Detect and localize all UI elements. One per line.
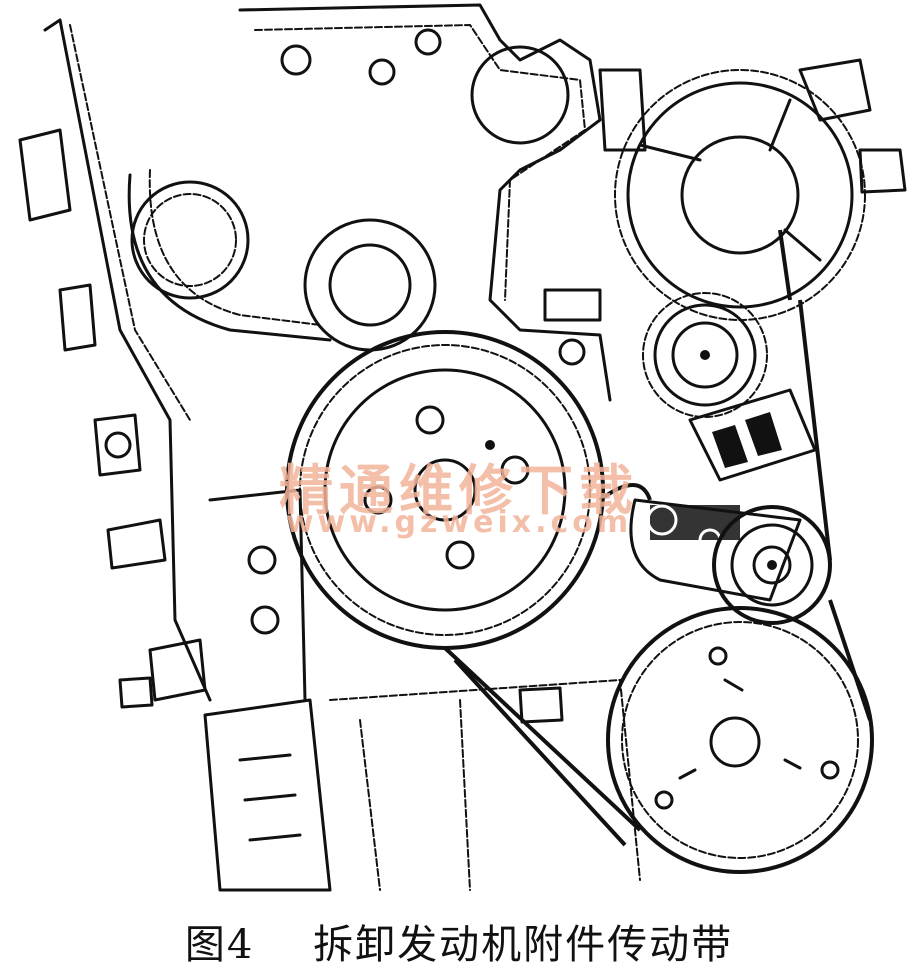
timing-cover: [127, 3, 612, 402]
lower-block: [203, 488, 641, 892]
accessory-drive-belt: [443, 229, 872, 847]
tensioner-pulley: [712, 505, 832, 625]
engine-belt-diagram: [18, 3, 907, 892]
engine-block-outline: [18, 18, 212, 709]
camshaft-sprocket: [598, 58, 907, 321]
idler-gear: [642, 292, 768, 418]
figure-caption: 图4 拆卸发动机附件传动带: [184, 922, 734, 968]
crankshaft-pulley: [285, 330, 605, 650]
accessory-pulley: [606, 606, 874, 874]
belt-tensioner: [629, 388, 817, 602]
